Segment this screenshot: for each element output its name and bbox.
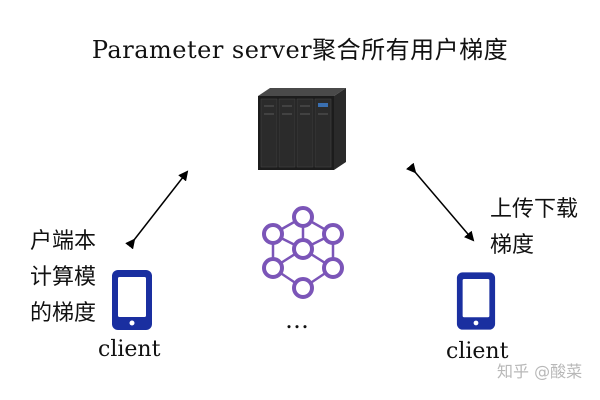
smartphone-icon [456, 272, 496, 330]
left-note-line: 户端本 [29, 229, 96, 254]
server-rack-icon [258, 88, 346, 170]
diagram-title: Parameter server聚合所有用户梯度 [91, 36, 509, 64]
left-double-arrow [125, 170, 189, 250]
client-label-left: client [98, 337, 161, 362]
right-note-line: 上传下载 [490, 197, 579, 222]
right-note: 上传下载 梯度 [490, 192, 578, 264]
client-label-right: client [446, 339, 509, 364]
neural-network-icon [262, 206, 344, 299]
smartphone-icon [112, 270, 152, 330]
right-note-line: 梯度 [490, 233, 535, 258]
left-note-line: 的梯度 [29, 301, 96, 326]
watermark: 知乎 @酸菜 [497, 362, 583, 381]
left-note: 户端本 计算模 的梯度 [0, 224, 96, 332]
left-note-line: 计算模 [29, 265, 96, 290]
right-double-arrow [406, 162, 475, 242]
ellipsis-more-clients: … [285, 306, 311, 334]
